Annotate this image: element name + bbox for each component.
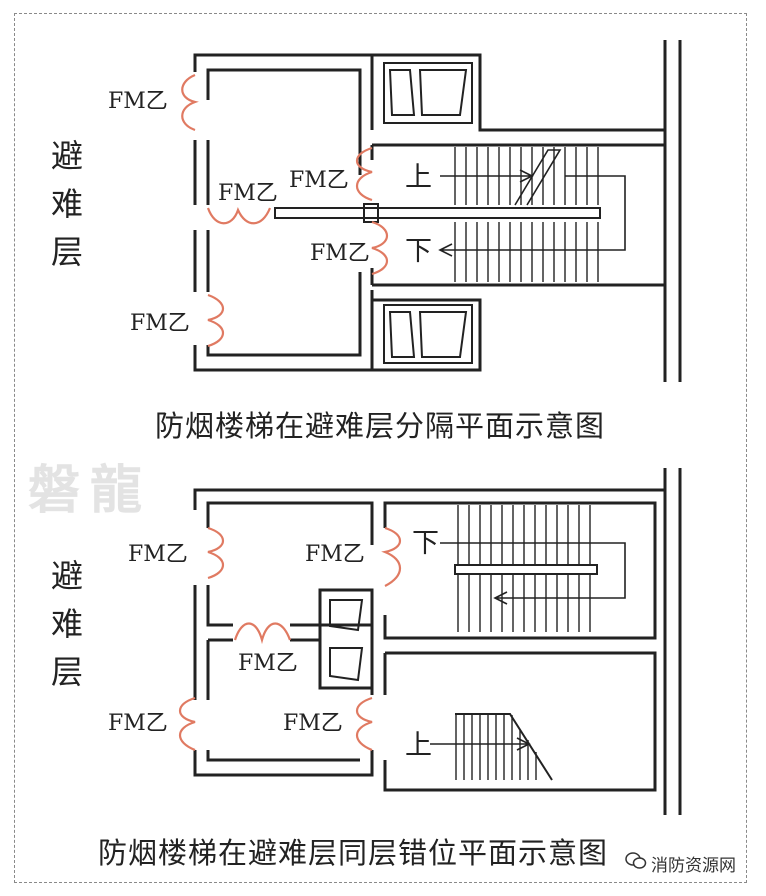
wall: [372, 283, 665, 372]
stair-flight-down: [454, 222, 599, 282]
caption-top: 防烟楼梯在避难层分隔平面示意图: [155, 409, 606, 443]
stair-flight-down: [454, 505, 598, 632]
wall: [193, 285, 374, 372]
wechat-icon: [625, 852, 647, 875]
wall: [193, 585, 233, 700]
fire-door: [207, 293, 225, 348]
fire-door: [355, 146, 373, 202]
fire-door: [381, 526, 402, 587]
fire-door: [206, 206, 272, 225]
side-label-bottom: 避 难 层: [50, 557, 83, 691]
up-label: 上: [405, 162, 432, 193]
wall: [358, 268, 374, 285]
badge-text: 消防资源网: [651, 856, 736, 876]
wall: [383, 651, 657, 792]
caption-bottom: 防烟楼梯在避难层同层错位平面示意图: [98, 836, 609, 870]
bottom-plan: FM乙 FM乙 FM乙 FM乙 FM乙 下 上: [108, 468, 682, 815]
watermark-text: 磐龍: [28, 461, 153, 521]
wall: [206, 501, 374, 528]
fire-door: [371, 220, 389, 276]
elevator-shaft: [318, 588, 374, 690]
door-label: FM乙: [218, 181, 278, 206]
wall: [193, 750, 374, 777]
door-label: FM乙: [310, 241, 370, 266]
up-arrow: [440, 169, 534, 183]
partition-wall: [290, 623, 372, 642]
wall: [372, 53, 665, 132]
partition-wall: [274, 207, 601, 219]
top-plan: FM乙 FM乙 FM乙 FM乙 FM乙 上 下: [108, 40, 682, 382]
wall: [193, 230, 210, 292]
fire-door: [355, 696, 373, 752]
down-label: 下: [405, 236, 432, 267]
fire-door: [233, 622, 292, 645]
wall: [206, 68, 362, 145]
wall: [193, 140, 210, 205]
down-arrow: [438, 175, 626, 257]
door-label: FM乙: [128, 542, 188, 567]
door-label: FM乙: [108, 89, 168, 114]
door-label: FM乙: [238, 651, 298, 676]
wall: [383, 501, 657, 640]
source-badge: 消防资源网: [619, 849, 742, 878]
dashed-border: [14, 13, 747, 883]
wall: [193, 53, 374, 130]
door-label: FM乙: [283, 711, 343, 736]
down-arrow: [440, 542, 626, 605]
door-label: FM乙: [305, 542, 365, 567]
elevator-shaft-bottom: [383, 304, 473, 364]
partition-post: [363, 203, 379, 223]
up-label: 上: [405, 730, 432, 761]
wall: [358, 145, 374, 175]
down-label: 下: [412, 528, 439, 559]
side-label-top: 避 难 层: [50, 137, 83, 271]
door-label: FM乙: [108, 711, 168, 736]
elevator-shaft-top: [383, 62, 473, 124]
fire-door: [207, 526, 225, 580]
door-label: FM乙: [289, 168, 349, 193]
fire-door: [181, 73, 199, 132]
up-arrow: [430, 737, 531, 751]
door-label: FM乙: [130, 311, 190, 336]
stair-flight-up: [455, 713, 553, 781]
wall: [370, 653, 387, 775]
fire-door: [178, 696, 196, 752]
wall: [193, 488, 665, 510]
